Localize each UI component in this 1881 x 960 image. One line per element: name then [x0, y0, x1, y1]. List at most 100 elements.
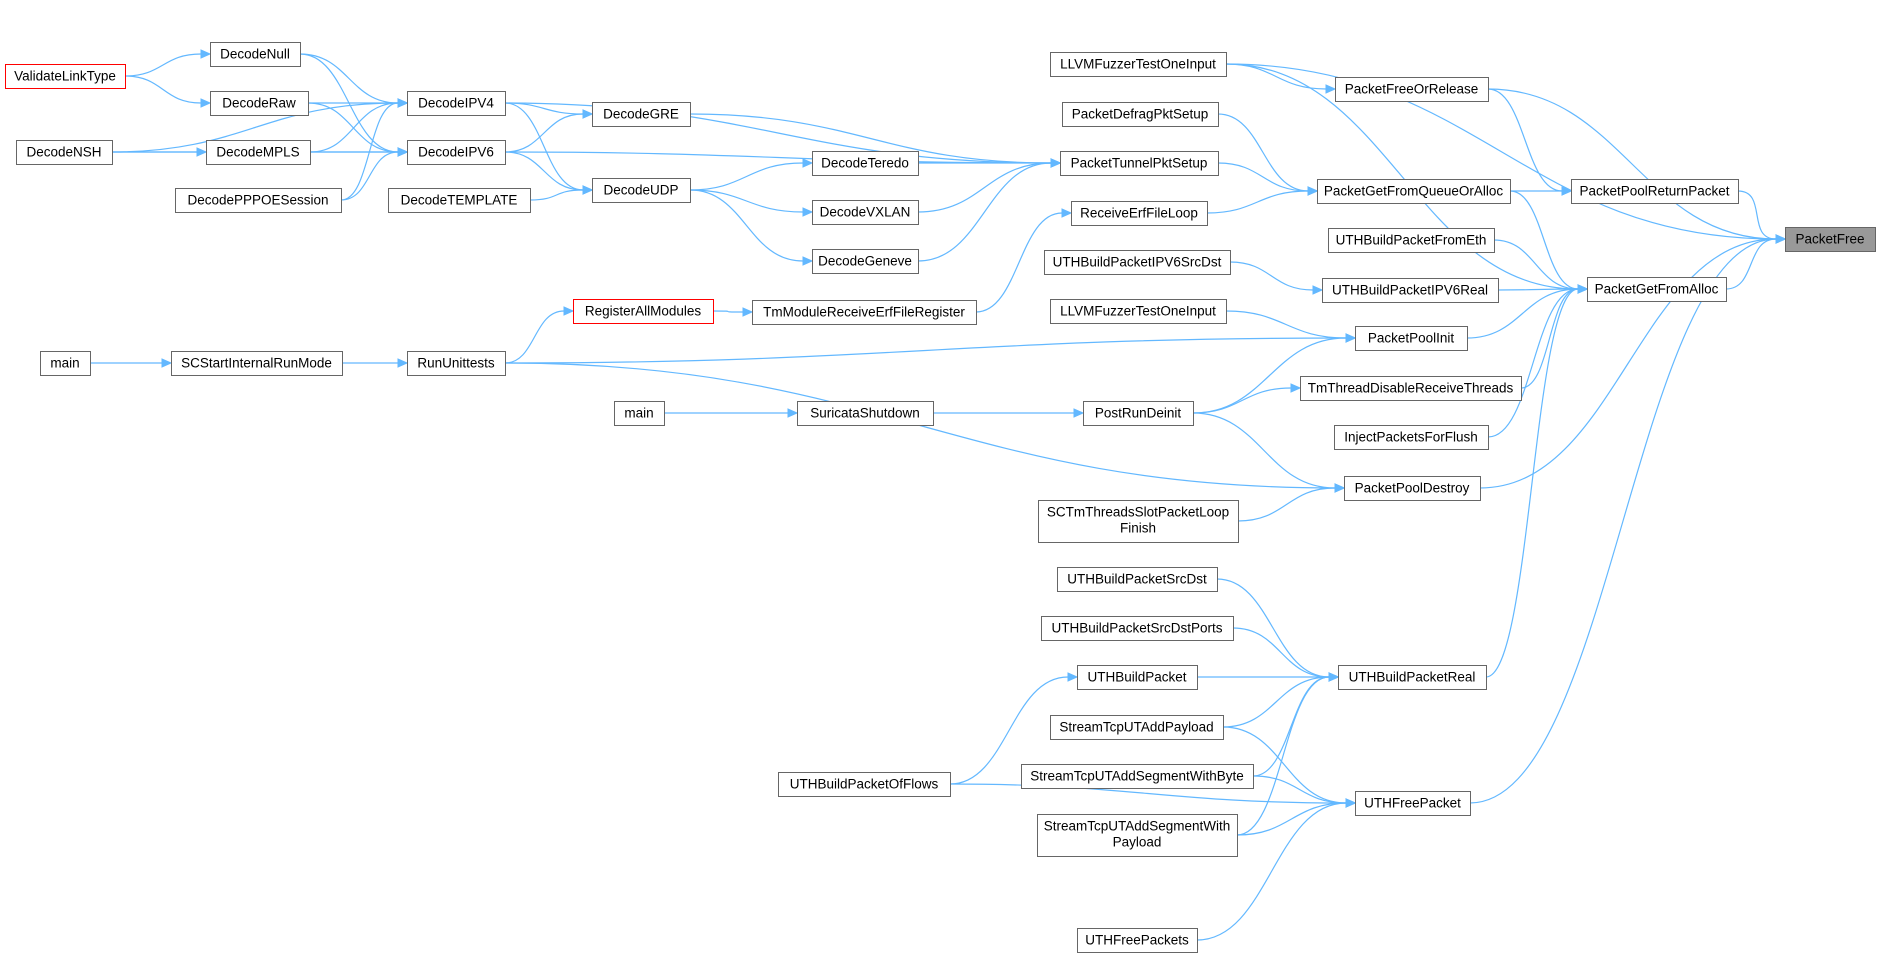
node-PacketFree[interactable]: PacketFree [1785, 227, 1876, 252]
node-DecodeMPLS[interactable]: DecodeMPLS [206, 140, 311, 165]
node-box[interactable] [1587, 277, 1727, 302]
node-DecodeGeneve[interactable]: DecodeGeneve [812, 249, 919, 274]
node-DecodeIPV4[interactable]: DecodeIPV4 [407, 91, 506, 116]
node-box[interactable] [407, 91, 506, 116]
node-UTHBuildPacket[interactable]: UTHBuildPacket [1077, 665, 1198, 690]
node-PostRunDeinit[interactable]: PostRunDeinit [1083, 401, 1194, 426]
node-UTHBuildPacketFromEth[interactable]: UTHBuildPacketFromEth [1328, 228, 1495, 253]
node-UTHBuildPacketIPV6SrcDst[interactable]: UTHBuildPacketIPV6SrcDst [1044, 250, 1231, 275]
node-TmModuleReceiveErfFileRegister[interactable]: TmModuleReceiveErfFileRegister [752, 300, 977, 325]
node-box[interactable] [1322, 278, 1499, 303]
node-box[interactable] [752, 300, 977, 325]
node-box[interactable] [1044, 250, 1231, 275]
node-box[interactable] [16, 140, 113, 165]
node-PacketGetFromAlloc[interactable]: PacketGetFromAlloc [1587, 277, 1727, 302]
node-box[interactable] [171, 351, 343, 376]
node-UTHBuildPacketReal[interactable]: UTHBuildPacketReal [1338, 665, 1487, 690]
node-main_a[interactable]: main [40, 351, 91, 376]
node-box[interactable] [175, 188, 342, 213]
node-box[interactable] [614, 401, 665, 426]
node-PacketPoolReturnPacket[interactable]: PacketPoolReturnPacket [1571, 179, 1739, 204]
node-box[interactable] [592, 178, 691, 203]
node-SCStartInternalRunMode[interactable]: SCStartInternalRunMode [171, 351, 343, 376]
node-DecodeGRE[interactable]: DecodeGRE [592, 102, 691, 127]
node-box[interactable] [1050, 52, 1227, 77]
node-box[interactable] [1037, 814, 1238, 857]
node-box[interactable] [1335, 77, 1489, 102]
node-DecodeTeredo[interactable]: DecodeTeredo [812, 151, 919, 176]
node-box[interactable] [1041, 616, 1234, 641]
node-box[interactable] [1344, 476, 1481, 501]
node-box[interactable] [812, 249, 919, 274]
node-PacketGetFromQueueOrAlloc[interactable]: PacketGetFromQueueOrAlloc [1317, 179, 1511, 204]
node-box[interactable] [1050, 715, 1224, 740]
node-LLVMFuzzerTestOneInput_a[interactable]: LLVMFuzzerTestOneInput [1050, 52, 1227, 77]
node-box[interactable] [1060, 151, 1219, 176]
node-box[interactable] [778, 772, 951, 797]
node-UTHFreePacket[interactable]: UTHFreePacket [1355, 791, 1471, 816]
node-box[interactable] [573, 299, 714, 324]
node-box[interactable] [1334, 425, 1489, 450]
node-DecodeRaw[interactable]: DecodeRaw [210, 91, 309, 116]
node-PacketFreeOrRelease[interactable]: PacketFreeOrRelease [1335, 77, 1489, 102]
node-InjectPacketsForFlush[interactable]: InjectPacketsForFlush [1334, 425, 1489, 450]
node-box[interactable] [210, 91, 309, 116]
node-UTHBuildPacketIPV6Real[interactable]: UTHBuildPacketIPV6Real [1322, 278, 1499, 303]
node-UTHBuildPacketOfFlows[interactable]: UTHBuildPacketOfFlows [778, 772, 951, 797]
node-box[interactable] [1021, 764, 1254, 789]
node-box[interactable] [1355, 326, 1468, 351]
node-box[interactable] [1038, 500, 1239, 543]
node-box[interactable] [5, 64, 126, 89]
node-DecodeTEMPLATE[interactable]: DecodeTEMPLATE [388, 188, 531, 213]
node-box[interactable] [1571, 179, 1739, 204]
node-main_b[interactable]: main [614, 401, 665, 426]
node-DecodePPPOESession[interactable]: DecodePPPOESession [175, 188, 342, 213]
node-TmThreadDisableReceiveThreads[interactable]: TmThreadDisableReceiveThreads [1300, 376, 1522, 401]
node-box[interactable] [40, 351, 91, 376]
node-DecodeNSH[interactable]: DecodeNSH [16, 140, 113, 165]
node-StreamTcpUTAddPayload[interactable]: StreamTcpUTAddPayload [1050, 715, 1224, 740]
node-RegisterAllModules[interactable]: RegisterAllModules [573, 299, 714, 324]
node-PacketPoolInit[interactable]: PacketPoolInit [1355, 326, 1468, 351]
node-ValidateLinkType[interactable]: ValidateLinkType [5, 64, 126, 89]
node-box[interactable] [1077, 665, 1198, 690]
node-ReceiveErfFileLoop[interactable]: ReceiveErfFileLoop [1071, 201, 1208, 226]
node-PacketTunnelPktSetup[interactable]: PacketTunnelPktSetup [1060, 151, 1219, 176]
node-box[interactable] [1317, 179, 1511, 204]
node-StreamTcpUTAddSegmentWithByte[interactable]: StreamTcpUTAddSegmentWithByte [1021, 764, 1254, 789]
node-box[interactable] [812, 151, 919, 176]
node-box[interactable] [407, 140, 506, 165]
node-SuricataShutdown[interactable]: SuricataShutdown [797, 401, 934, 426]
node-box[interactable] [388, 188, 531, 213]
node-box[interactable] [1050, 299, 1227, 324]
node-UTHBuildPacketSrcDstPorts[interactable]: UTHBuildPacketSrcDstPorts [1041, 616, 1234, 641]
node-box[interactable] [592, 102, 691, 127]
node-box[interactable] [1057, 567, 1218, 592]
node-box[interactable] [812, 200, 919, 225]
node-box[interactable] [1355, 791, 1471, 816]
node-RunUnittests[interactable]: RunUnittests [407, 351, 506, 376]
node-box[interactable] [797, 401, 934, 426]
node-box[interactable] [1062, 102, 1219, 127]
node-DecodeNull[interactable]: DecodeNull [210, 42, 301, 67]
node-box[interactable] [210, 42, 301, 67]
node-box[interactable] [407, 351, 506, 376]
node-PacketPoolDestroy[interactable]: PacketPoolDestroy [1344, 476, 1481, 501]
node-box[interactable] [1338, 665, 1487, 690]
node-box[interactable] [1077, 928, 1198, 953]
node-DecodeVXLAN[interactable]: DecodeVXLAN [812, 200, 919, 225]
node-UTHBuildPacketSrcDst[interactable]: UTHBuildPacketSrcDst [1057, 567, 1218, 592]
node-UTHFreePackets[interactable]: UTHFreePackets [1077, 928, 1198, 953]
node-box[interactable] [1083, 401, 1194, 426]
node-box[interactable] [1785, 227, 1876, 252]
node-box[interactable] [206, 140, 311, 165]
node-DecodeIPV6[interactable]: DecodeIPV6 [407, 140, 506, 165]
node-box[interactable] [1328, 228, 1495, 253]
node-box[interactable] [1300, 376, 1522, 401]
node-PacketDefragPktSetup[interactable]: PacketDefragPktSetup [1062, 102, 1219, 127]
node-LLVMFuzzerTestOneInput_b[interactable]: LLVMFuzzerTestOneInput [1050, 299, 1227, 324]
node-box[interactable] [1071, 201, 1208, 226]
node-DecodeUDP[interactable]: DecodeUDP [592, 178, 691, 203]
